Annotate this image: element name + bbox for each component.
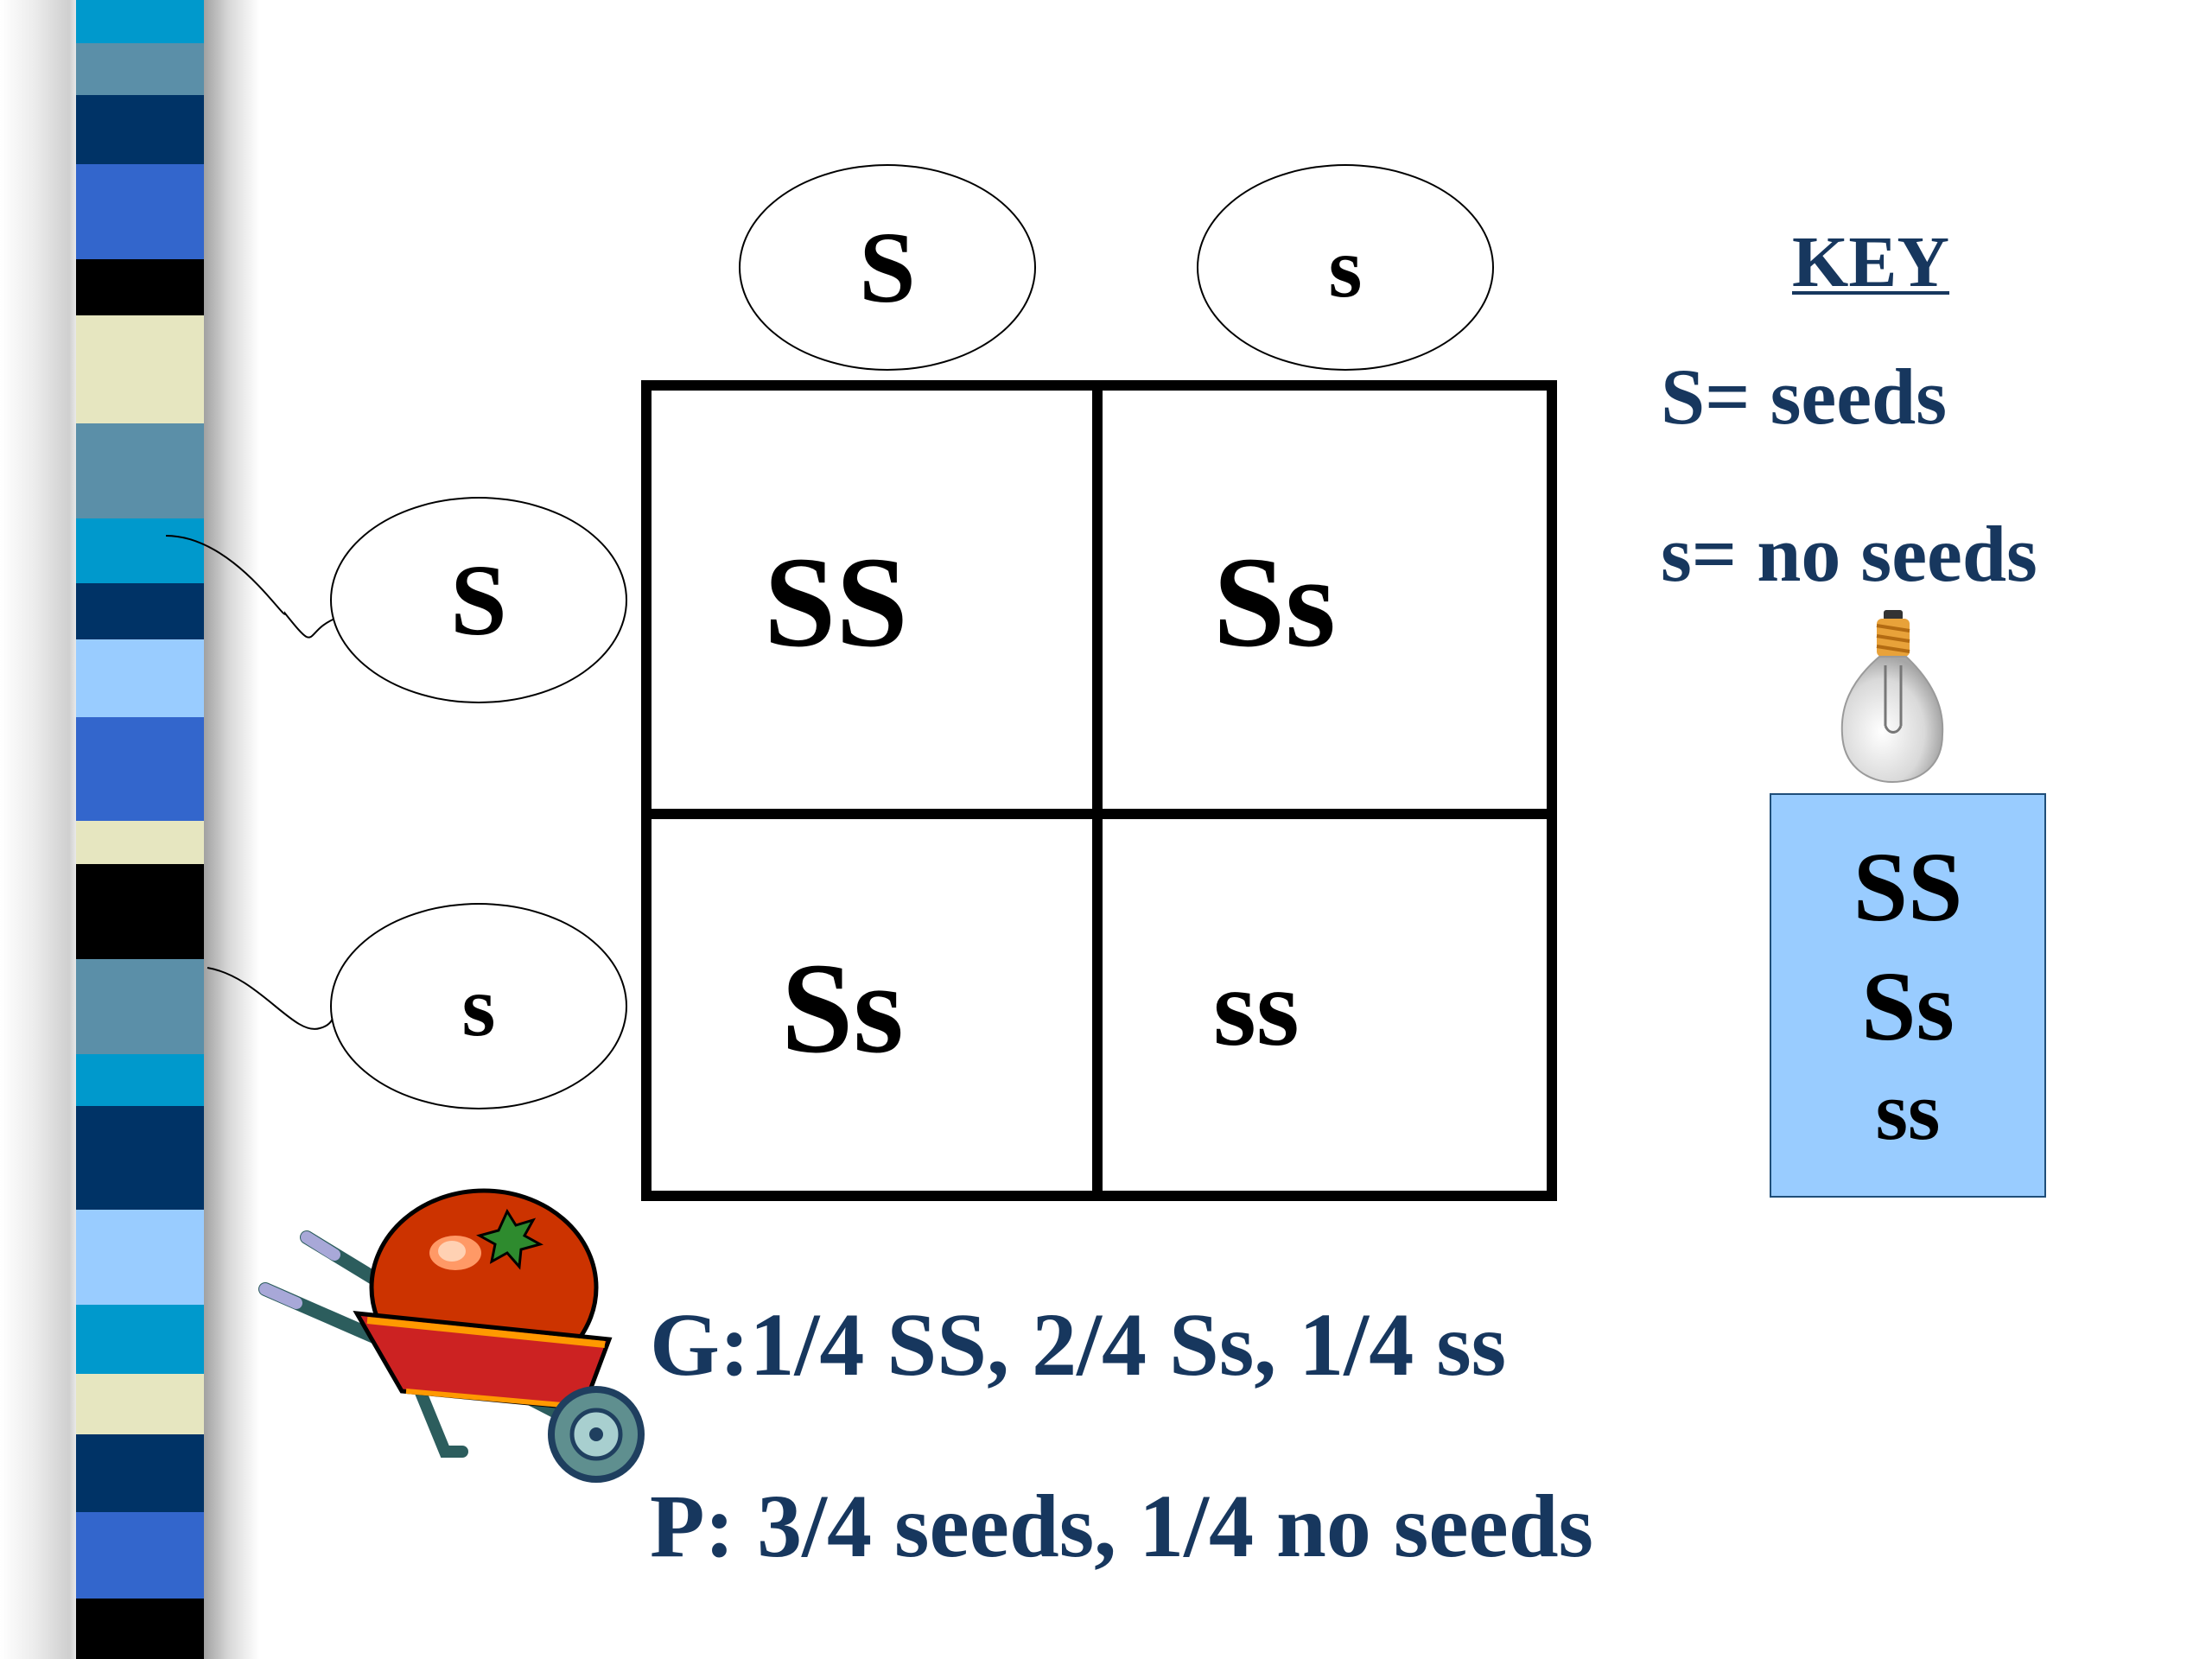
phenotype-ratio: P: 3/4 seeds, 1/4 no seeds <box>650 1477 1593 1576</box>
curly-connector-icon <box>165 535 338 1030</box>
genotype-box-line: ss <box>1875 1065 1941 1157</box>
genotype-box-line: Ss <box>1861 951 1955 1061</box>
key-item: S= seeds <box>1661 353 1948 441</box>
punnett-cell-r1c2: Ss <box>1213 531 1336 674</box>
grid-divider-vertical <box>1092 391 1103 1191</box>
sidebar-stripes <box>76 0 204 1659</box>
row-allele-oval-1: S <box>330 497 627 703</box>
wheelbarrow-tomato-icon <box>258 1188 645 1483</box>
punnett-cell-r1c1: SS <box>764 531 908 674</box>
grid-divider-horizontal <box>652 809 1547 819</box>
genotype-ratio: G:1/4 SS, 2/4 Ss, 1/4 ss <box>650 1295 1507 1395</box>
column-allele-oval-2: s <box>1197 164 1494 371</box>
column-allele-oval-1: S <box>739 164 1036 371</box>
row-allele-label: s <box>461 957 496 1054</box>
lightbulb-icon <box>1840 610 1944 784</box>
key-title: KEY <box>1792 222 1950 302</box>
column-allele-label: s <box>1328 219 1363 315</box>
key-item: s= no seeds <box>1661 510 2037 598</box>
genotype-summary-box: SS Ss ss <box>1770 793 2046 1198</box>
punnett-cell-r2c1: Ss <box>781 937 904 1080</box>
punnett-cell-r2c2: ss <box>1213 946 1300 1069</box>
row-allele-label: S <box>450 543 507 657</box>
decorative-sidebar <box>0 0 259 1659</box>
genotype-box-line: SS <box>1853 832 1963 942</box>
column-allele-label: S <box>859 210 916 324</box>
row-allele-oval-2: s <box>330 903 627 1109</box>
punnett-square: SS Ss Ss ss <box>641 380 1557 1201</box>
